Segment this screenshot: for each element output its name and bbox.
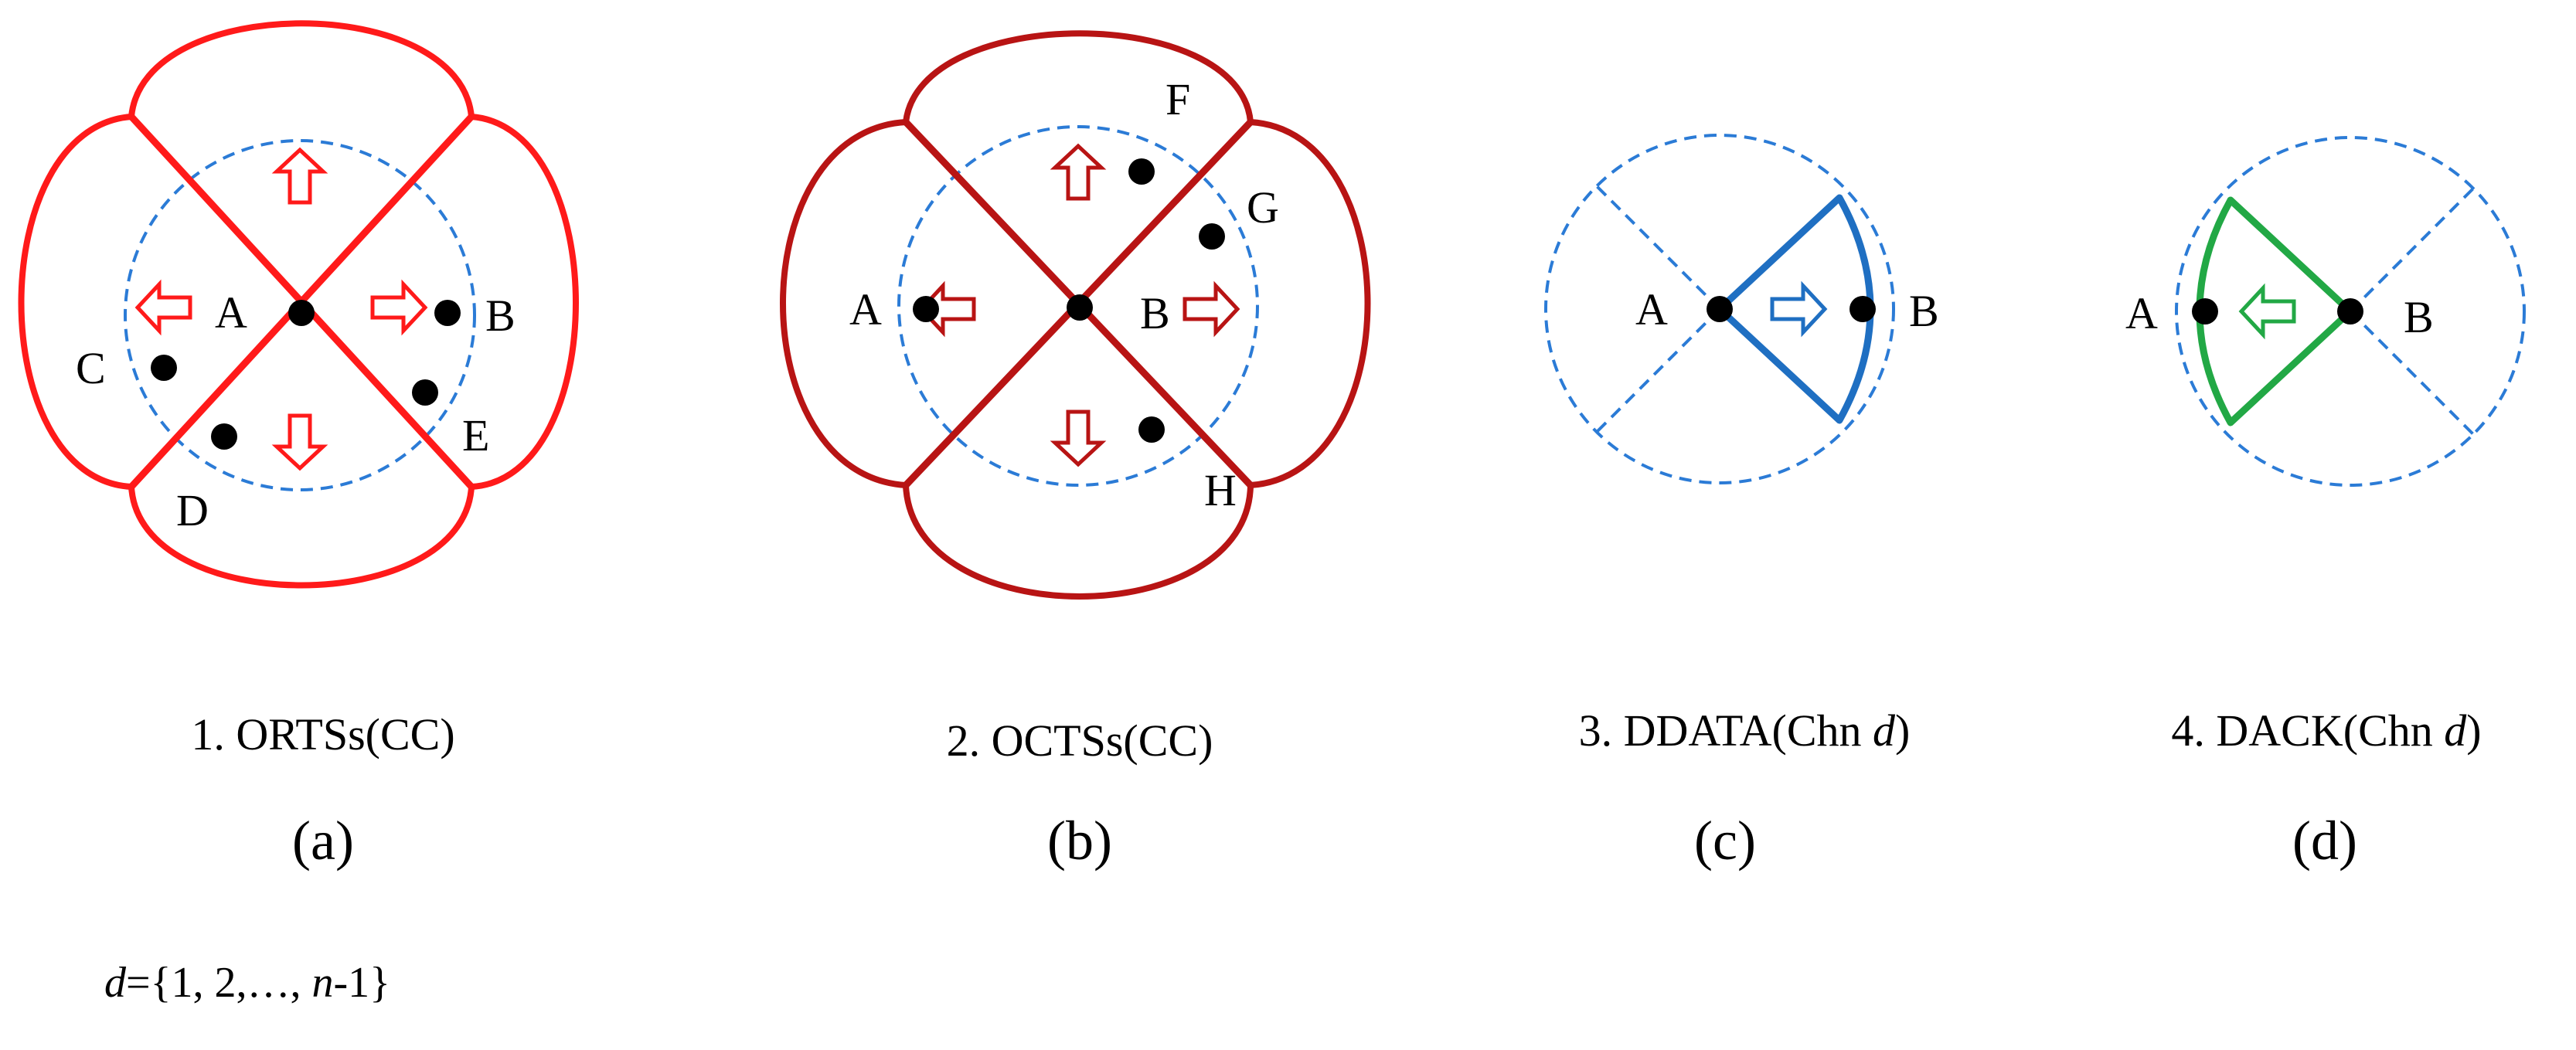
panel-d-node-A — [2192, 298, 2218, 325]
panel-d-label-B: B — [2404, 292, 2434, 342]
panel-a-caption: 1. ORTSs(CC) — [191, 709, 454, 759]
panel-a-arrow-down-icon — [277, 416, 323, 468]
panel-b-node-A — [913, 296, 939, 322]
panel-a-arrow-left-icon — [138, 284, 190, 331]
panel-b-right-petal — [1250, 119, 1371, 488]
panel-c-label-B: B — [1909, 286, 1939, 336]
panel-a-right-petal — [471, 114, 579, 490]
panel-b-arrow-up-icon — [1055, 146, 1101, 199]
footnote-set-definition: d={1, 2,…, n-1} — [104, 959, 390, 1007]
panel-d-label-A: A — [2125, 288, 2158, 338]
panel-b-node-H — [1138, 416, 1165, 443]
panel-d-diagram: A B — [2125, 136, 2526, 487]
panel-b-node-F — [1128, 158, 1155, 185]
panel-b-left-petal — [780, 119, 907, 488]
panel-a-arrow-right-icon — [373, 284, 425, 331]
panel-d-node-B — [2337, 298, 2363, 325]
panel-a-bottom-petal — [128, 486, 475, 589]
panel-c-range-circle — [1544, 134, 1895, 484]
panel-a-node-D — [211, 423, 237, 450]
panel-b-label-B: B — [1140, 288, 1170, 338]
panel-b-diagram: A B F G H — [780, 30, 1371, 600]
panel-d-letter: (d) — [2292, 810, 2357, 872]
panel-c-letter: (c) — [1694, 810, 1756, 872]
panel-b-top-petal — [903, 30, 1254, 123]
panel-b-label-H: H — [1204, 465, 1237, 515]
panel-a-letter: (a) — [292, 810, 354, 872]
panel-c-sector-line — [1595, 185, 1721, 311]
panel-a-node-E — [412, 379, 438, 406]
panel-d-range-circle — [2175, 136, 2526, 487]
panel-c-diagram: A B — [1544, 134, 1939, 484]
panel-b-label-G: G — [1247, 182, 1279, 233]
panel-b-arrow-right-icon — [1185, 286, 1237, 332]
panel-a-left-petal — [18, 114, 132, 490]
panel-b-caption: 2. OCTSs(CC) — [947, 715, 1213, 766]
panel-a-node-B — [434, 300, 461, 326]
panel-b-letter: (b) — [1047, 810, 1112, 872]
panel-d-arrow-left-icon — [2241, 288, 2294, 335]
panel-a-label-B: B — [485, 291, 516, 341]
panel-b-label-A: A — [849, 284, 882, 335]
panel-a-node-C — [151, 355, 177, 381]
panel-c-caption: 3. DDATA(Chn d) — [1579, 705, 1911, 756]
panel-c-node-A — [1707, 296, 1733, 322]
panel-a-label-D: D — [176, 485, 209, 535]
panel-a-top-petal — [128, 20, 475, 117]
panel-a-node-A — [288, 300, 315, 326]
panel-c-sector-line — [1595, 308, 1721, 433]
panel-b-range-circle — [897, 125, 1259, 487]
panel-d-sector-line — [2349, 310, 2475, 436]
panel-d-caption: 4. DACK(Chn d) — [2171, 705, 2481, 756]
panel-b-arrow-down-icon — [1055, 412, 1101, 464]
panel-a-range-circle — [124, 139, 476, 491]
panel-a-label-E: E — [462, 410, 489, 460]
panel-a-label-A: A — [215, 287, 247, 338]
panel-c-label-A: A — [1635, 284, 1668, 335]
panel-a-label-C: C — [76, 343, 106, 393]
panel-b-bottom-petal — [903, 484, 1254, 600]
panel-a-diagram: A B C D E — [18, 20, 579, 589]
panel-b-label-F: F — [1165, 74, 1190, 124]
panel-c-arrow-right-icon — [1772, 286, 1825, 332]
panel-c-node-B — [1849, 296, 1876, 322]
panel-b-node-B — [1067, 294, 1093, 321]
panel-a-arrow-up-icon — [277, 150, 323, 202]
panel-d-sector-line — [2349, 187, 2475, 313]
panel-b-node-G — [1199, 223, 1225, 250]
